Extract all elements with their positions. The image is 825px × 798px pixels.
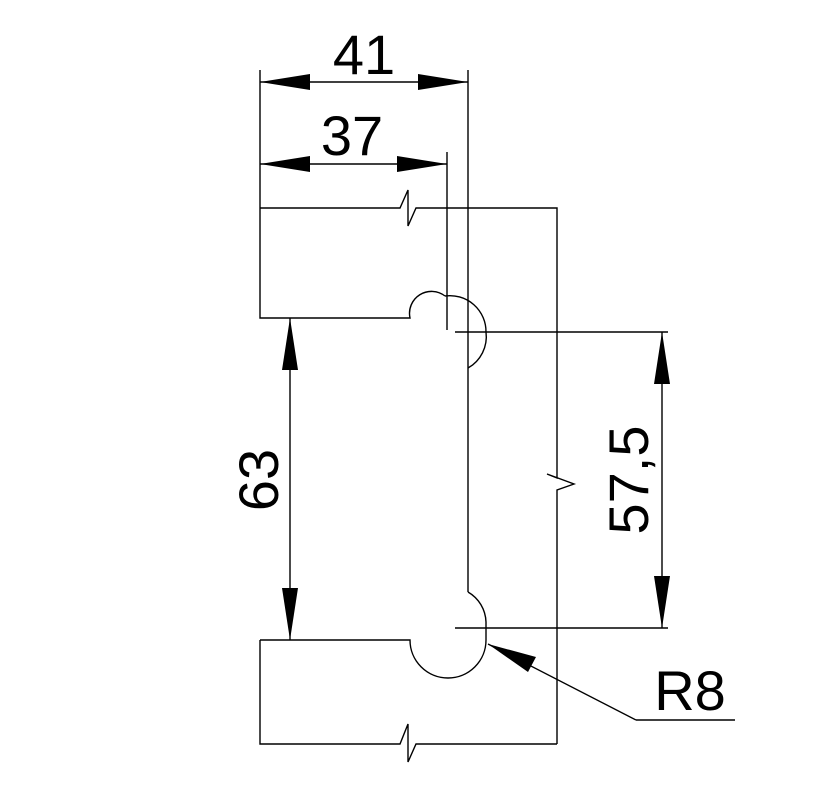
lower-leaf-outline xyxy=(259,639,557,763)
arrowhead-left-41 xyxy=(260,74,310,90)
arrowhead-bottom-57-5 xyxy=(654,576,670,628)
dimension-57-5: 57,5 xyxy=(455,331,670,629)
arrowhead-r8 xyxy=(488,644,536,672)
arrowhead-left-37 xyxy=(260,156,310,172)
part-outline xyxy=(259,189,577,763)
dimension-text-41: 41 xyxy=(333,23,395,86)
arrowhead-right-41 xyxy=(418,74,468,90)
dimension-text-37: 37 xyxy=(321,104,383,167)
dimension-text-57-5: 57,5 xyxy=(597,426,660,535)
upper-hole-arc xyxy=(444,294,488,369)
arrowhead-bottom-63 xyxy=(282,588,298,640)
right-plate-outline xyxy=(468,207,577,744)
arrowhead-right-37 xyxy=(397,156,447,172)
arrowhead-top-57-5 xyxy=(654,332,670,384)
arrowhead-top-63 xyxy=(282,318,298,370)
dimension-63: 63 xyxy=(227,318,298,640)
upper-leaf-outline xyxy=(259,189,468,319)
dimension-41: 41 xyxy=(259,23,469,368)
lower-hole-arc xyxy=(467,591,487,640)
dimension-text-63: 63 xyxy=(227,449,290,511)
dimension-37: 37 xyxy=(260,104,448,330)
radius-leader-r8: R8 xyxy=(487,643,735,722)
dimension-text-r8: R8 xyxy=(654,659,726,722)
